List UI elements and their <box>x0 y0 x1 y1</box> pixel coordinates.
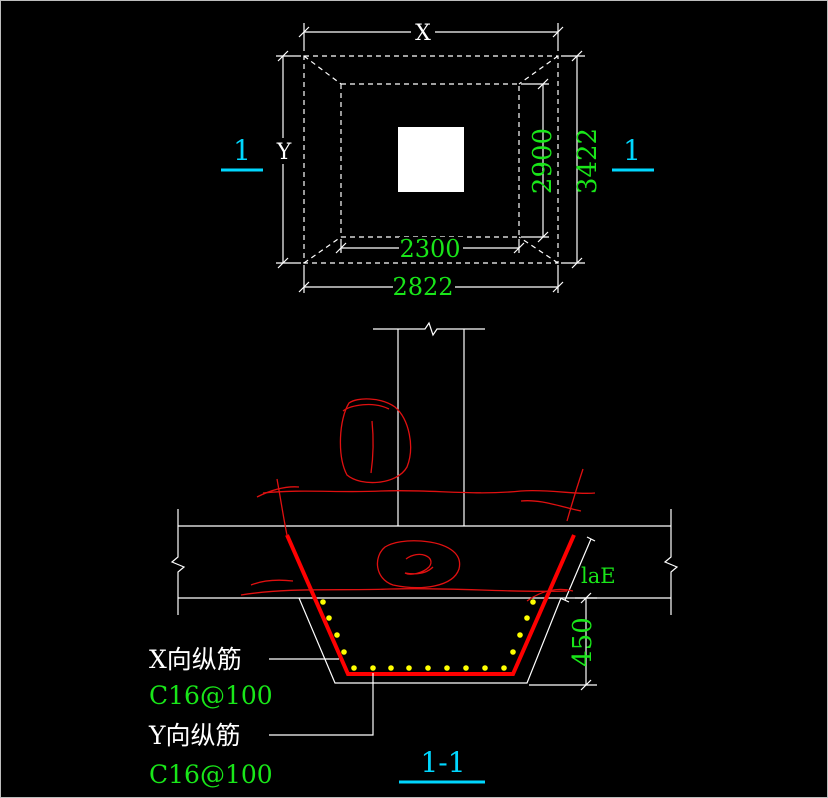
plan-corner-line <box>518 55 559 85</box>
dim-inner-width-text: 2300 <box>399 235 460 263</box>
rebar-dot <box>510 649 516 655</box>
rebar-dot <box>388 665 394 671</box>
rebar-dot <box>341 649 347 655</box>
rebar-dot <box>326 615 332 621</box>
y-label: Y <box>276 140 292 165</box>
rebar-dot <box>517 632 523 638</box>
dim-tick <box>298 281 310 293</box>
sketch-circle-2 <box>376 540 461 589</box>
plan-corner-line <box>518 236 559 264</box>
dim-tick <box>586 536 596 542</box>
sketch-mark-1 <box>370 420 374 474</box>
rebar-annotations: X向纵筋 C16@100 Y向纵筋 C16@100 <box>148 645 273 789</box>
column-break-line <box>373 321 485 337</box>
dim-text-mask <box>393 276 455 298</box>
rebar-dots <box>320 599 536 671</box>
plan-view: X Y 2900 3422 2300 <box>221 21 654 301</box>
sketch-marks <box>240 398 596 602</box>
sketch-stroke <box>342 403 390 412</box>
rebar-dot <box>406 665 412 671</box>
x-label: X <box>415 21 431 46</box>
rebar-dot <box>524 615 530 621</box>
rebar-dot <box>370 665 376 671</box>
rebar-dot <box>334 632 340 638</box>
dim-tick <box>335 242 347 254</box>
rebar-dot <box>320 599 326 605</box>
dim-tick <box>559 597 570 603</box>
plan-outer-outline <box>303 55 559 264</box>
dim-tick <box>552 281 564 293</box>
dim-outer-height-text: 3422 <box>573 128 603 194</box>
sketch-mark-2 <box>404 553 434 575</box>
pit-outer-outline <box>298 597 562 684</box>
leader-y-rebar <box>269 673 374 736</box>
section-mark-left: 1 <box>233 134 251 167</box>
dim-tick <box>580 679 592 691</box>
dim-text-mask <box>273 138 295 164</box>
dim-tick <box>537 231 549 243</box>
x-rebar-spec: C16@100 <box>149 681 273 710</box>
rebar-dot <box>425 665 431 671</box>
sketch-line-bottom <box>240 587 568 596</box>
slab-break-right <box>663 509 679 615</box>
plan-column <box>398 127 464 192</box>
rebar-dot <box>482 665 488 671</box>
dim-tick <box>537 78 549 90</box>
rebar-dot <box>501 665 507 671</box>
rebar-dot <box>444 665 450 671</box>
dim-tick <box>277 257 289 269</box>
sketch-stroke <box>250 579 294 586</box>
sketch-stroke <box>276 478 288 536</box>
rebar-dot <box>530 599 536 605</box>
rebar-dot <box>463 665 469 671</box>
dim-tick <box>513 242 525 254</box>
section-mark-right: 1 <box>623 134 641 167</box>
plan-inner-outline <box>340 83 520 238</box>
sketch-stroke <box>520 500 582 512</box>
depth-dim-text: 450 <box>568 617 598 667</box>
dim-tick <box>571 50 583 62</box>
sketch-stroke <box>566 468 584 522</box>
y-rebar-spec: C16@100 <box>149 760 273 789</box>
y-rebar-label: Y向纵筋 <box>148 721 241 750</box>
dim-tick <box>571 257 583 269</box>
dim-outer-width-text: 2822 <box>392 273 453 301</box>
plan-corner-line <box>303 55 342 85</box>
dim-tick <box>552 26 564 38</box>
plan-corner-line <box>303 236 342 264</box>
dim-text-mask <box>411 21 435 43</box>
section-view: laE 450 1-1 <box>170 321 679 784</box>
dim-inner-height-text: 2900 <box>528 128 558 194</box>
anchorage-label: laE <box>581 564 616 588</box>
rebar-dot <box>351 665 357 671</box>
slab-break-left <box>170 509 186 615</box>
sketch-circle-1 <box>339 398 412 484</box>
section-title: 1-1 <box>420 746 465 779</box>
dim-tick <box>580 592 592 604</box>
rebar-line <box>285 534 576 676</box>
dim-text-mask <box>399 237 463 259</box>
sketch-line-top <box>262 489 596 495</box>
dim-tick <box>298 26 310 38</box>
x-rebar-label: X向纵筋 <box>149 645 242 674</box>
dim-tick <box>277 50 289 62</box>
sketch-stroke <box>526 588 574 602</box>
